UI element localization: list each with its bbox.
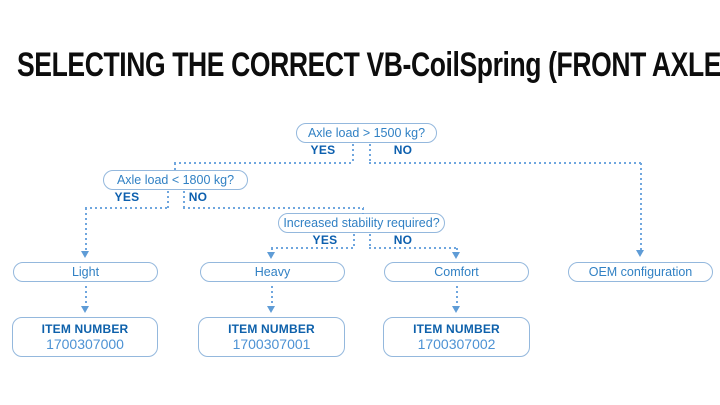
item-number-heading: ITEM NUMBER bbox=[41, 321, 129, 336]
result-label: Comfort bbox=[434, 265, 479, 279]
connector-line bbox=[167, 191, 169, 208]
no-branch-label: NO bbox=[393, 233, 413, 247]
connector-line bbox=[353, 234, 355, 248]
connector-line bbox=[183, 207, 364, 209]
connector-line bbox=[85, 208, 87, 252]
result-node-comfort: Comfort bbox=[384, 262, 529, 282]
decision-node-axle-load-1500: Axle load > 1500 kg? bbox=[296, 123, 437, 143]
item-number-value: 1700307002 bbox=[417, 335, 496, 352]
arrow-down-icon bbox=[452, 252, 460, 259]
item-number-box-comfort: ITEM NUMBER 1700307002 bbox=[383, 317, 530, 357]
item-number-box-heavy: ITEM NUMBER 1700307001 bbox=[198, 317, 345, 357]
result-label: Heavy bbox=[254, 265, 291, 279]
connector-line bbox=[174, 162, 354, 164]
connector-line bbox=[85, 207, 168, 209]
connector-line bbox=[174, 163, 176, 171]
connector-line bbox=[271, 247, 354, 249]
yes-branch-label: YES bbox=[312, 233, 338, 247]
result-label: Light bbox=[71, 265, 100, 279]
item-number-value: 1700307001 bbox=[232, 335, 311, 352]
item-number-box-light: ITEM NUMBER 1700307000 bbox=[12, 317, 158, 357]
connector-line bbox=[369, 247, 458, 249]
connector-line bbox=[271, 286, 273, 306]
result-label: OEM configuration bbox=[588, 265, 693, 279]
decision-question: Increased stability required? bbox=[283, 216, 440, 230]
connector-line bbox=[640, 163, 642, 250]
item-number-heading: ITEM NUMBER bbox=[228, 321, 315, 336]
no-branch-label: NO bbox=[393, 143, 413, 157]
connector-line bbox=[85, 286, 87, 306]
connector-line bbox=[362, 208, 364, 214]
page-title: SELECTING THE CORRECT VB-CoilSpring (FRO… bbox=[17, 46, 720, 84]
arrow-down-icon bbox=[267, 252, 275, 259]
no-branch-label: NO bbox=[188, 190, 208, 204]
connector-line bbox=[271, 248, 273, 253]
connector-line bbox=[369, 162, 642, 164]
item-number-heading: ITEM NUMBER bbox=[413, 321, 500, 336]
result-node-light: Light bbox=[13, 262, 158, 282]
arrow-down-icon bbox=[81, 306, 89, 313]
arrow-down-icon bbox=[81, 251, 89, 258]
decision-question: Axle load > 1500 kg? bbox=[307, 126, 426, 140]
yes-branch-label: YES bbox=[114, 190, 140, 204]
connector-line bbox=[369, 234, 371, 248]
connector-line bbox=[456, 286, 458, 306]
result-node-oem-configuration: OEM configuration bbox=[568, 262, 713, 282]
yes-branch-label: YES bbox=[310, 143, 336, 157]
arrow-down-icon bbox=[267, 306, 275, 313]
connector-line bbox=[352, 144, 354, 163]
decision-question: Axle load < 1800 kg? bbox=[116, 173, 235, 187]
arrow-down-icon bbox=[636, 250, 644, 257]
connector-line bbox=[369, 144, 371, 163]
item-number-value: 1700307000 bbox=[46, 335, 124, 352]
connector-line bbox=[456, 248, 458, 253]
decision-node-increased-stability: Increased stability required? bbox=[278, 213, 445, 233]
result-node-heavy: Heavy bbox=[200, 262, 345, 282]
connector-line bbox=[183, 191, 185, 208]
arrow-down-icon bbox=[452, 306, 460, 313]
decision-node-axle-load-1800: Axle load < 1800 kg? bbox=[103, 170, 248, 190]
